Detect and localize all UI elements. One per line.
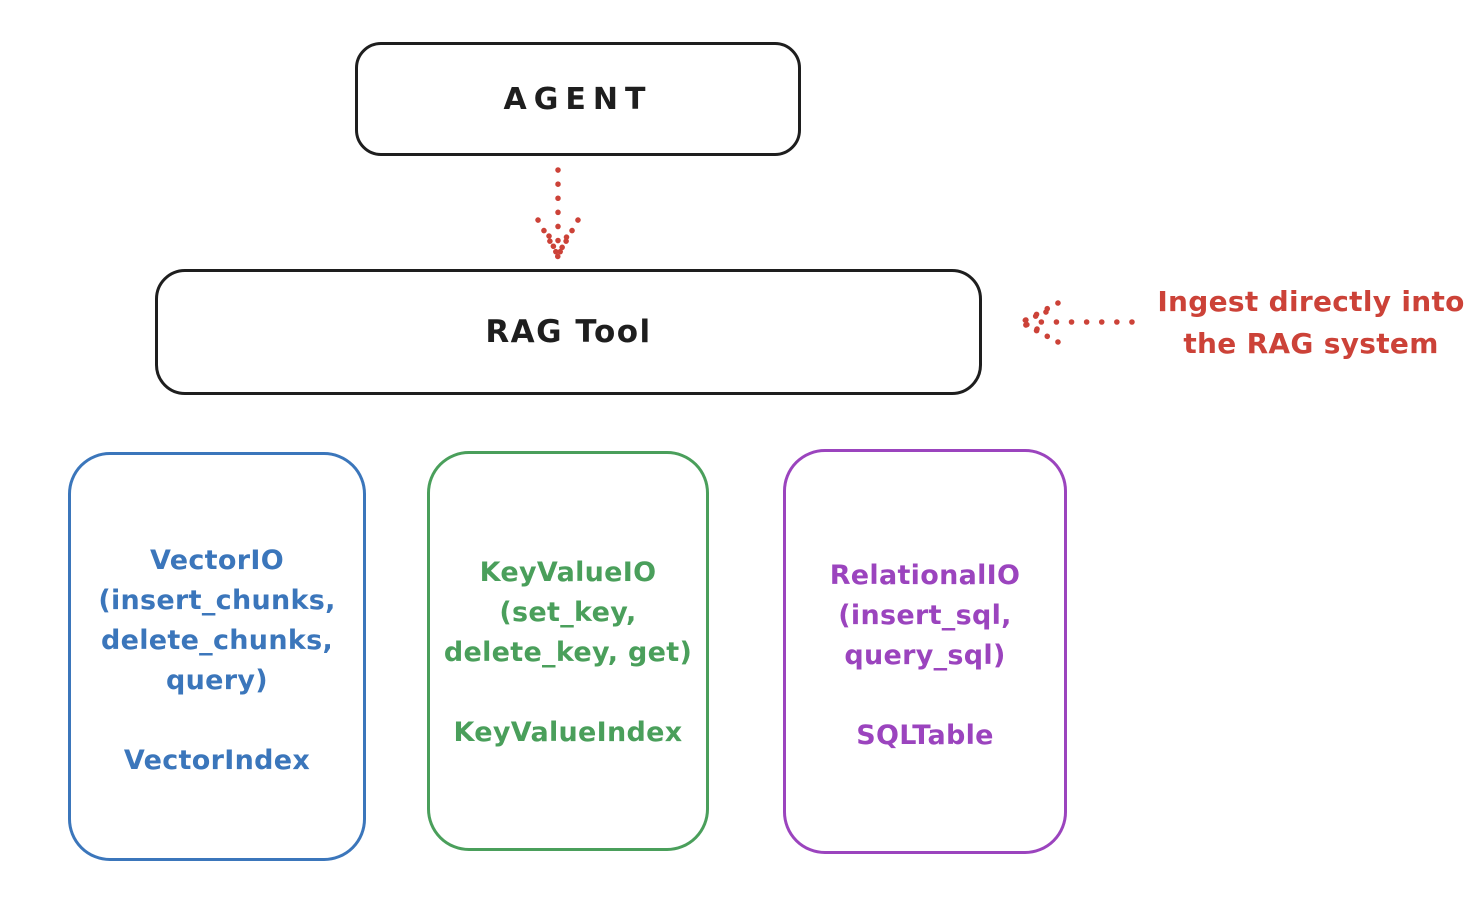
agent-node: AGENT [355,42,801,156]
vector-io-line: delete_chunks, [100,625,334,656]
relational-io-node: RelationalIO (insert_sql, query_sql) SQL… [783,449,1067,854]
relational-io-line: (insert_sql, [838,600,1012,631]
vector-io-methods: VectorIO (insert_chunks, delete_chunks, … [98,541,335,701]
vector-io-line: VectorIO [150,545,284,576]
relational-io-line: query_sql) [844,640,1006,671]
ingest-annotation-line1: Ingest directly into [1157,285,1465,318]
keyvalue-index-label: KeyValueIndex [453,717,683,748]
vector-io-node: VectorIO (insert_chunks, delete_chunks, … [68,452,366,861]
agent-to-rag-arrow [535,167,581,264]
rag-tool-node-label: RAG Tool [485,314,652,350]
relational-io-methods: RelationalIO (insert_sql, query_sql) [830,556,1021,676]
vector-io-line: query) [166,665,268,696]
sql-table-label: SQLTable [856,720,994,751]
ingest-annotation-line2: the RAG system [1183,327,1439,360]
relational-io-line: RelationalIO [829,560,1021,591]
keyvalue-io-line: KeyValueIO [479,557,657,588]
ingest-annotation: Ingest directly into the RAG system [1138,281,1484,365]
keyvalue-io-methods: KeyValueIO (set_key, delete_key, get) [444,553,692,673]
agent-node-label: AGENT [503,81,653,117]
rag-tool-node: RAG Tool [155,269,982,395]
keyvalue-io-line: (set_key, [499,597,637,628]
keyvalue-io-line: delete_key, get) [443,637,693,668]
annotation-to-rag-arrow [1013,300,1135,345]
vector-io-line: (insert_chunks, [98,585,336,616]
keyvalue-io-node: KeyValueIO (set_key, delete_key, get) Ke… [427,451,709,851]
vector-index-label: VectorIndex [123,745,311,776]
